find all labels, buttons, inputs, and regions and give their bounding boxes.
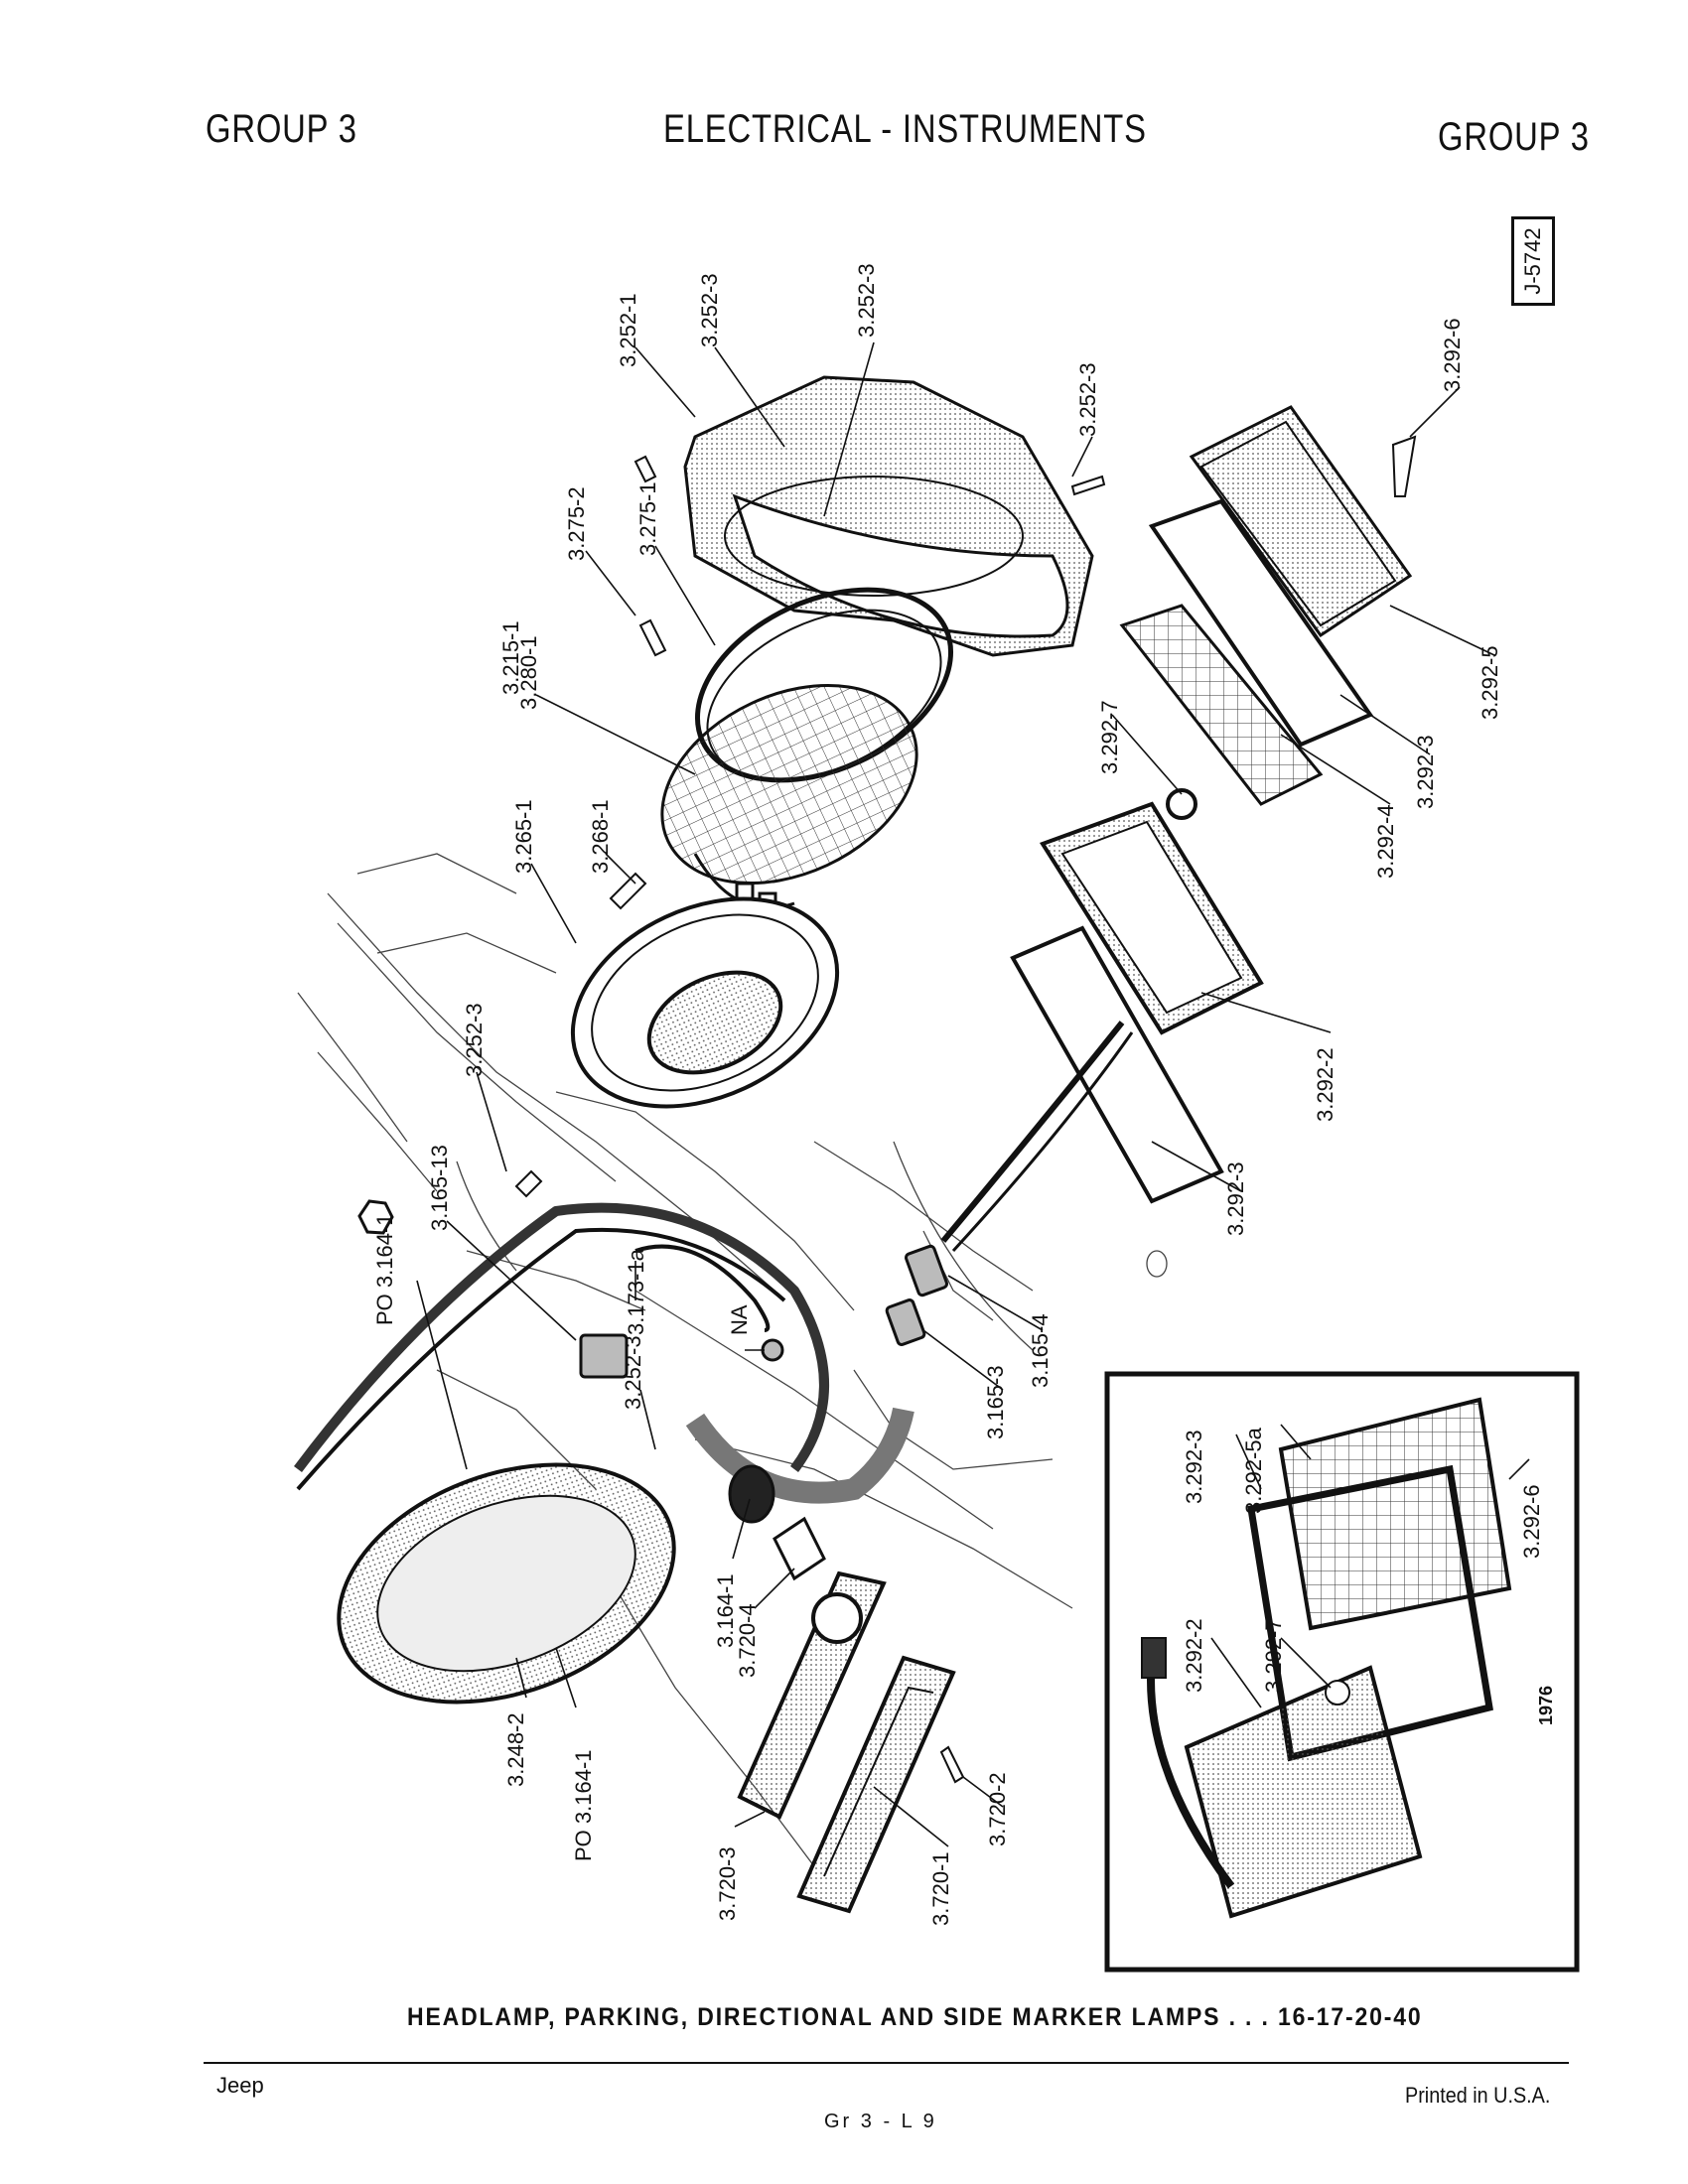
part-label: 3.292-6 bbox=[1440, 318, 1465, 392]
headlamp-body bbox=[337, 1462, 676, 1705]
part-label: PO 3.164-1 bbox=[372, 1213, 397, 1325]
inset-lens bbox=[1278, 1397, 1512, 1631]
part-label: 3.252-3 bbox=[1075, 362, 1100, 437]
leader-lines bbox=[416, 341, 1495, 1847]
part-label: 3.165-3 bbox=[983, 1365, 1008, 1439]
part-label: 3.292-5 bbox=[1477, 645, 1502, 720]
mounting-ring bbox=[570, 896, 840, 1109]
part-label: 3.252-1 bbox=[616, 293, 640, 367]
part-label: 3.248-2 bbox=[503, 1712, 528, 1787]
part-label: 3.252-3 bbox=[854, 263, 879, 338]
connectors bbox=[357, 1199, 948, 1379]
side-marker-housing bbox=[737, 1570, 887, 1820]
wiring-harness bbox=[294, 1021, 1134, 1504]
part-label: 3.252-3 bbox=[697, 273, 722, 347]
screws bbox=[514, 435, 1541, 1784]
sealed-beam-lamp bbox=[660, 683, 918, 921]
part-label: 3.292-7 bbox=[1097, 700, 1122, 774]
part-label: 3.165-4 bbox=[1028, 1313, 1053, 1388]
header-group-right: GROUP 3 bbox=[1438, 115, 1590, 159]
part-label: 3.252-3 bbox=[621, 1335, 645, 1410]
part-label: 3.292-4 bbox=[1373, 804, 1398, 879]
parking-lamp-lower-gasket bbox=[1010, 925, 1224, 1204]
part-label: 3.280-1 bbox=[516, 635, 541, 710]
inset-year-label: 1976 bbox=[1536, 1686, 1556, 1725]
part-label: 3.252-3 bbox=[462, 1003, 487, 1077]
drawing-code-box: J-5742 bbox=[1511, 216, 1555, 306]
part-label: 3.292-2 bbox=[1313, 1047, 1337, 1122]
part-label: 3.292-3 bbox=[1413, 735, 1438, 809]
part-label: NA bbox=[727, 1304, 752, 1335]
part-label: 3.164-1 bbox=[713, 1573, 738, 1648]
part-label: 3.268-1 bbox=[588, 799, 613, 874]
header-group-left: GROUP 3 bbox=[206, 107, 357, 151]
footer-brand: Jeep bbox=[216, 2073, 264, 2098]
part-label: PO 3.164-1 bbox=[571, 1749, 596, 1861]
figure-caption: HEADLAMP, PARKING, DIRECTIONAL AND SIDE … bbox=[407, 2003, 1423, 2031]
part-label: 3.292-2 bbox=[1182, 1618, 1206, 1693]
part-label: 3.173-1a bbox=[624, 1248, 648, 1335]
parking-lamp-housing bbox=[1039, 788, 1264, 1035]
parking-lamp-grille bbox=[1119, 604, 1324, 806]
part-labels: 3.252-1 3.252-3 3.252-3 3.252-3 3.292-6 3.275… bbox=[372, 263, 1544, 1926]
part-label: 3.215-1 bbox=[498, 620, 523, 695]
part-label: 3.720-4 bbox=[735, 1603, 760, 1678]
inset-gasket bbox=[1247, 1464, 1493, 1762]
part-label: 3.292-6 bbox=[1519, 1484, 1544, 1559]
part-label: 3.292-3 bbox=[1223, 1161, 1248, 1236]
part-label: 3.275-2 bbox=[564, 486, 589, 561]
inset-panel: 1976 bbox=[1104, 1371, 1580, 1973]
part-label: 3.292-5a bbox=[1241, 1427, 1266, 1514]
footer-printed: Printed in U.S.A. bbox=[1405, 2083, 1551, 2108]
lamp-socket bbox=[728, 1464, 826, 1581]
part-label: 3.720-3 bbox=[715, 1846, 740, 1921]
headlamp-bezel bbox=[683, 375, 1094, 657]
part-label: 3.720-1 bbox=[928, 1851, 953, 1926]
parking-lamp-lens bbox=[1189, 405, 1413, 638]
side-marker-lens bbox=[796, 1655, 956, 1914]
header-section-title: ELECTRICAL - INSTRUMENTS bbox=[663, 107, 1147, 151]
footer-page-code: Gr 3 - L 9 bbox=[824, 2111, 937, 2132]
part-label: 3.165-13 bbox=[427, 1145, 452, 1231]
part-label: 3.265-1 bbox=[511, 799, 536, 874]
part-label: 3.292-3 bbox=[1182, 1430, 1206, 1504]
part-label: 3.292-7 bbox=[1261, 1618, 1286, 1693]
part-label: 3.720-2 bbox=[985, 1772, 1010, 1846]
part-label: 3.275-1 bbox=[635, 481, 660, 556]
inset-wire bbox=[1147, 1657, 1235, 1889]
footer-rule bbox=[204, 2062, 1569, 2064]
